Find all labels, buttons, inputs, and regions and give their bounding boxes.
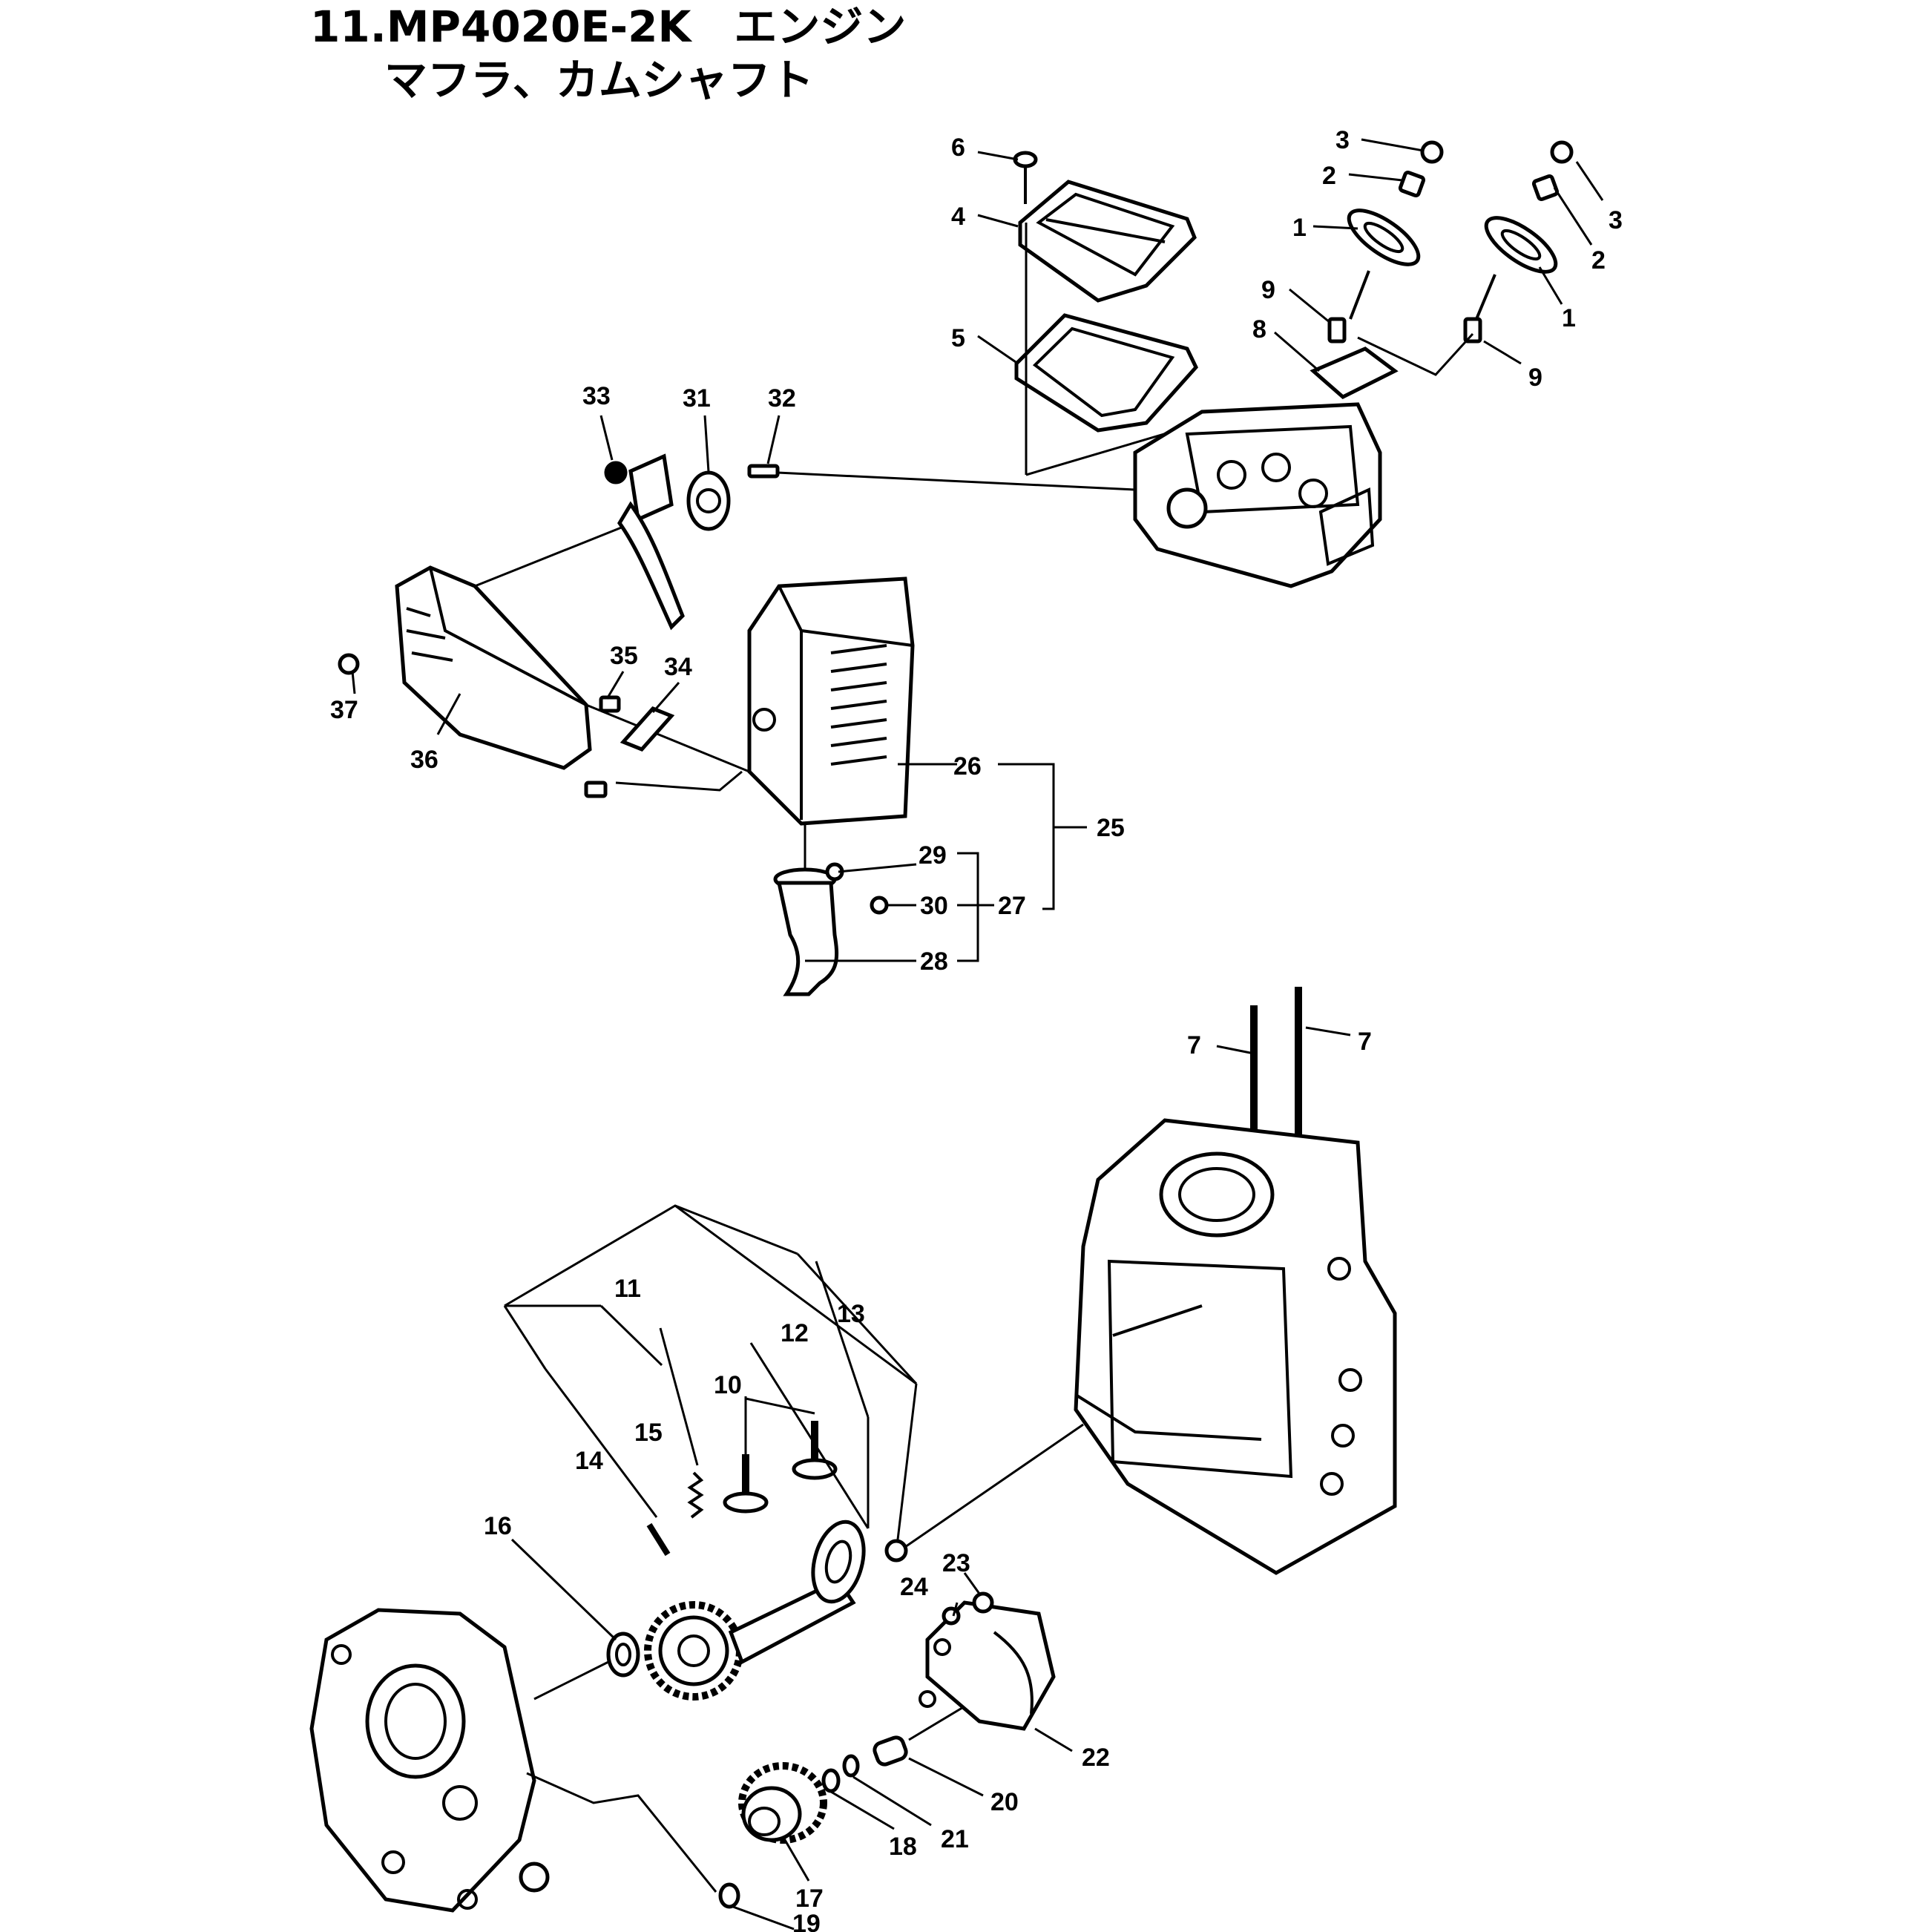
assembly-line-bracket <box>615 770 743 792</box>
exhaust-stud-bolt <box>747 464 780 479</box>
push-rod-stud-left <box>1327 317 1347 344</box>
rocker-nut-left <box>1398 170 1426 198</box>
callout-29: 29 <box>919 841 947 870</box>
gear-washer <box>821 1768 841 1793</box>
callout-11: 11 <box>614 1275 641 1303</box>
assembly-line-cover-muffler-2 <box>585 703 750 773</box>
callout-33: 33 <box>582 382 611 410</box>
callout-37: 37 <box>330 696 358 724</box>
callout-27: 27 <box>998 892 1026 920</box>
balancer-gear <box>738 1762 827 1844</box>
callout-22: 22 <box>1082 1744 1110 1772</box>
rocker-arm-left <box>1347 208 1421 320</box>
callout-1b: 1 <box>1562 304 1576 332</box>
callout-31: 31 <box>683 384 711 413</box>
callout-24: 24 <box>900 1573 928 1601</box>
shaft-washer <box>718 1882 740 1909</box>
rocker-arm-right <box>1475 216 1558 320</box>
bracket-bolt-1 <box>599 695 621 713</box>
bracket-bolt-2 <box>584 781 608 798</box>
housing-washer <box>942 1606 961 1626</box>
callout-12: 12 <box>781 1319 809 1347</box>
diagram-title: 11.MP4020E-2K エンジン マフラ、カムシャフト <box>310 0 906 107</box>
assembly-line-cover-muffler <box>474 525 624 588</box>
rocker-nut-right <box>1531 174 1560 202</box>
callout-30: 30 <box>920 892 948 920</box>
head-cover-gasket <box>1014 313 1198 433</box>
callout-9b: 9 <box>1528 364 1542 392</box>
assembly-line-rocker <box>1357 332 1474 376</box>
assembly-line-balancer <box>908 1705 965 1741</box>
callout-4: 4 <box>951 203 965 231</box>
callout-32: 32 <box>768 384 796 413</box>
crankcase <box>1074 1118 1397 1575</box>
balancer-housing <box>919 1600 1056 1731</box>
callout-8: 8 <box>1252 315 1266 344</box>
shaft-collar <box>873 1735 908 1767</box>
callout-19: 19 <box>792 1910 821 1932</box>
callout-35: 35 <box>610 642 638 670</box>
callout-20: 20 <box>990 1788 1019 1816</box>
crankcase-cover <box>309 1608 550 1913</box>
assembly-line-cover-cam <box>533 1660 609 1701</box>
rocker-bracket <box>1310 346 1399 399</box>
callout-7b: 7 <box>1358 1028 1372 1056</box>
retaining-ring <box>842 1754 860 1778</box>
tappet-right <box>792 1421 838 1480</box>
callout-6: 6 <box>951 134 965 162</box>
assembly-line-cam-crankcase <box>904 1423 1084 1548</box>
callout-2a: 2 <box>1322 162 1336 190</box>
callout-15: 15 <box>634 1419 663 1447</box>
callout-7a: 7 <box>1187 1031 1201 1059</box>
camshaft-pin <box>646 1522 671 1557</box>
exhaust-pipe-flange <box>617 453 685 631</box>
camshaft-assembly <box>644 1519 866 1701</box>
callout-3a: 3 <box>1335 126 1350 154</box>
exhaust-gasket <box>686 470 731 531</box>
muffler-cover <box>395 565 592 770</box>
tappet-left <box>723 1454 769 1514</box>
clamp-screw <box>870 896 889 915</box>
adjust-nut-left <box>1420 140 1444 164</box>
callout-13: 13 <box>837 1300 865 1328</box>
callout-labels: 1 1 2 2 3 3 4 5 6 7 7 8 9 9 10 11 12 13 … <box>330 126 1623 1932</box>
callout-36: 36 <box>410 746 438 774</box>
callout-18: 18 <box>889 1833 917 1861</box>
callout-17: 17 <box>795 1885 824 1913</box>
callout-34: 34 <box>664 653 692 681</box>
title-line-2: マフラ、カムシャフト <box>384 55 814 105</box>
cylinder-head <box>1133 402 1382 588</box>
muffler-bracket <box>620 706 675 752</box>
head-cover <box>1018 180 1197 303</box>
callout-21: 21 <box>941 1825 969 1853</box>
governor-spring <box>687 1471 704 1519</box>
callout-2b: 2 <box>1591 246 1606 275</box>
assembly-line-exhaust <box>777 471 1136 491</box>
push-rod-stud-right <box>1463 317 1482 344</box>
assembly-line-cover-balancer <box>526 1772 717 1893</box>
callout-14: 14 <box>575 1447 603 1475</box>
thrust-washer <box>606 1632 640 1678</box>
housing-bolt <box>972 1591 994 1614</box>
title-line-1: 11.MP4020E-2K エンジン <box>310 1 907 52</box>
cover-screw <box>338 653 360 675</box>
callout-1a: 1 <box>1292 214 1307 242</box>
callout-leaders <box>351 138 1604 1931</box>
callout-23: 23 <box>942 1549 970 1577</box>
cam-pin <box>884 1539 908 1563</box>
head-cover-bolt <box>1013 151 1038 204</box>
muffler-body <box>747 576 915 826</box>
tail-pipe <box>773 867 839 996</box>
adjust-nut-right <box>1550 140 1574 164</box>
callout-9a: 9 <box>1261 276 1275 304</box>
callout-26: 26 <box>953 752 982 781</box>
callout-5: 5 <box>951 324 965 352</box>
callout-16: 16 <box>484 1512 512 1540</box>
callout-3b: 3 <box>1609 206 1623 234</box>
exhaust-nut <box>604 461 628 484</box>
callout-10: 10 <box>714 1371 742 1399</box>
callout-28: 28 <box>920 947 948 976</box>
callout-25: 25 <box>1097 814 1125 842</box>
